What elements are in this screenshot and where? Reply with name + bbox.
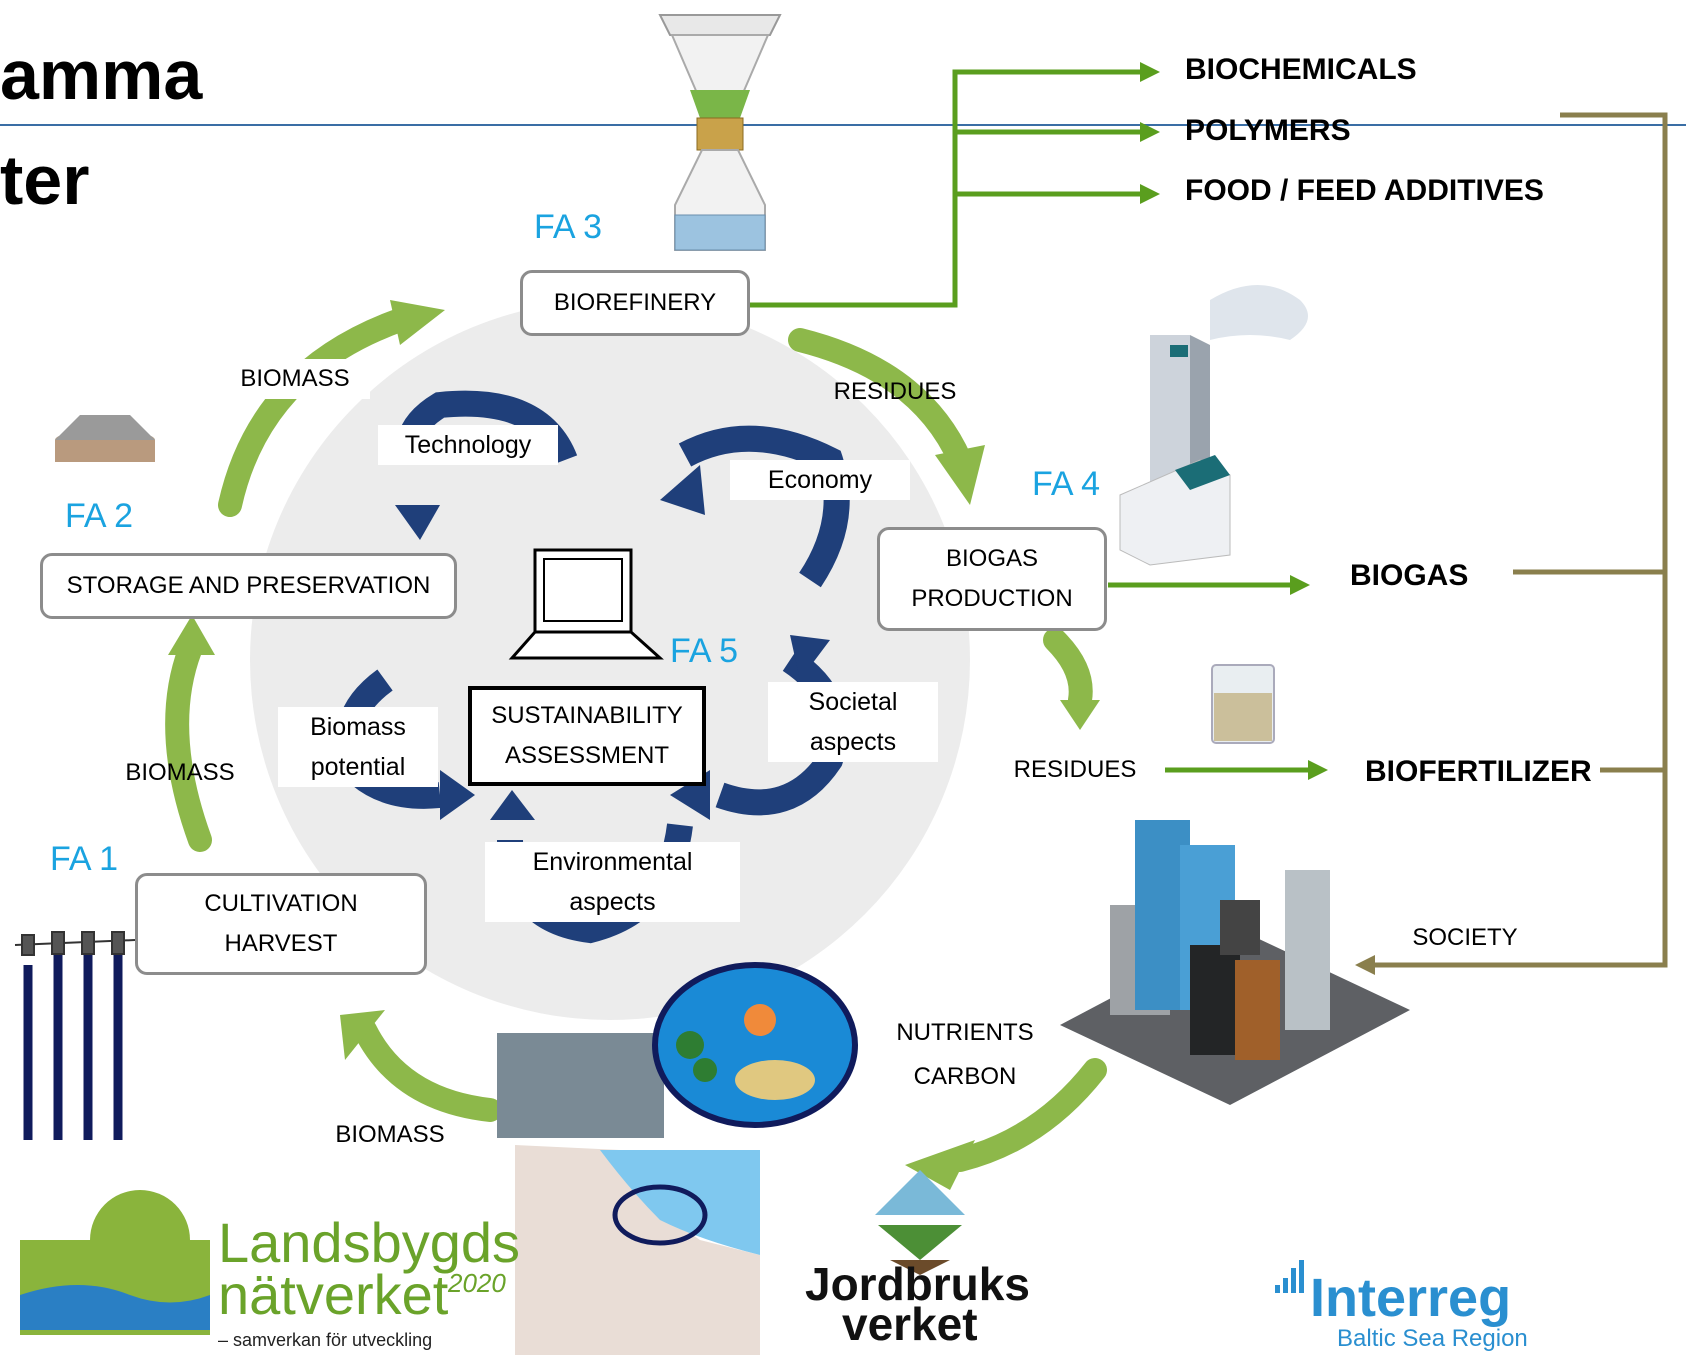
biomass-bottom-label: BIOMASS [335,1121,445,1148]
landsbygd-logo-line2: nätverket [218,1263,449,1326]
carbon-label: CARBON [913,1063,1017,1090]
output-biofertilizer: BIOFERTILIZER [1365,755,1592,788]
society-feedback-lines [1355,112,1668,975]
output-polymers: POLYMERS [1185,114,1351,147]
storage-label: STORAGE AND PRESERVATION [66,572,431,599]
aspect-biomass-potential: Biomass potential [278,707,438,787]
output-biochemicals: BIOCHEMICALS [1185,53,1417,86]
biomass-left-label: BIOMASS [125,759,235,786]
aspect-societal-line2: aspects [809,728,897,756]
jordbruk-logo-mark [875,1170,965,1275]
aspect-environmental: Environmental aspects [485,842,740,922]
fa4-label: FA 4 [1032,465,1101,503]
fa5-label: FA 5 [670,632,739,670]
nutrients-label: NUTRIENTS [896,1019,1034,1046]
cycle-arrow-economy [678,425,850,588]
output-biogas: BIOGAS [1350,559,1469,592]
sustainability-line2: ASSESSMENT [504,742,670,769]
output-arrows [745,62,1328,780]
fa1-label: FA 1 [50,840,119,878]
landsbygd-logo-line1: Landsbygds [218,1211,521,1274]
fa2-label: FA 2 [65,497,134,535]
cultivation-harvest-box: CULTIVATION HARVEST [135,873,427,975]
landsbygd-logo-tagline: – samverkan för utveckling [218,1330,433,1350]
laptop-icon [508,548,664,660]
arrow-to-society [1355,112,1668,975]
landsbygd-logo-year: 2020 [448,1268,506,1298]
arrow-to-biochemicals [745,62,1160,308]
interreg-logo-subtitle: Baltic Sea Region [1337,1325,1528,1352]
biorefinery-funnel-icon [658,14,782,251]
aspect-societal-line1: Societal [808,688,898,716]
storage-preservation-box: STORAGE AND PRESERVATION [40,553,457,619]
cultivation-buoys [14,931,136,956]
outer-flow-arrowheads [168,300,1100,1190]
aspect-environmental-line2: aspects [569,888,656,916]
sustainability-line1: SUSTAINABILITY [491,702,683,729]
jordbruk-logo-line1: Jordbruks [805,1258,1030,1310]
output-food-feed: FOOD / FEED ADDITIVES [1185,174,1544,207]
marine-ecosystem-icon [497,962,858,1355]
landsbygd-logo-mark [20,1190,210,1335]
storage-tank-icon [55,415,155,462]
biorefinery-box: BIOREFINERY [520,270,750,336]
cultivation-line1: CULTIVATION [204,890,358,917]
sustainability-assessment-box: SUSTAINABILITY ASSESSMENT [468,686,706,786]
interreg-logo-text: Interreg [1310,1268,1512,1328]
arrow-biorefinery-to-biogas [788,328,972,472]
aspect-societal: Societal aspects [768,682,938,762]
aspect-biomass-line2: potential [310,753,406,781]
cultivation-line2: HARVEST [224,930,338,957]
aspect-economy: Economy [730,460,910,500]
header-title-line2: ter [0,141,90,219]
aspect-environmental-line1: Environmental [532,848,693,876]
fa3-label: FA 3 [534,208,603,246]
society-label: SOCIETY [1412,924,1518,951]
header-title-line1: amma [0,36,203,114]
aspect-biomass-line1: Biomass [310,713,406,741]
biogas-plant-icon [1119,285,1308,566]
arrow-biogas-to-residues [1043,628,1093,712]
arrow-cultivation-to-storage [165,638,212,852]
arrow-society-to-marine [948,1058,1107,1172]
society-city-icon [1060,820,1410,1105]
jordbruk-logo-line2: verket [842,1298,978,1350]
biogas-production-box: BIOGAS PRODUCTION [877,527,1107,631]
residues-right-label: RESIDUES [1013,756,1137,783]
cultivation-ropes-icon [23,955,123,1140]
residues-top-label: RESIDUES [833,378,957,405]
biomass-top-label: BIOMASS [220,359,370,399]
biogas-production-line2: PRODUCTION [911,585,1073,612]
interreg-logo-mark [1275,1260,1304,1293]
biogas-production-line1: BIOGAS [945,545,1039,572]
biofertilizer-beaker-icon [1211,664,1275,744]
arrow-marine-to-cultivation [353,1018,502,1122]
biorefinery-label: BIOREFINERY [553,289,717,316]
aspect-technology: Technology [378,425,558,465]
